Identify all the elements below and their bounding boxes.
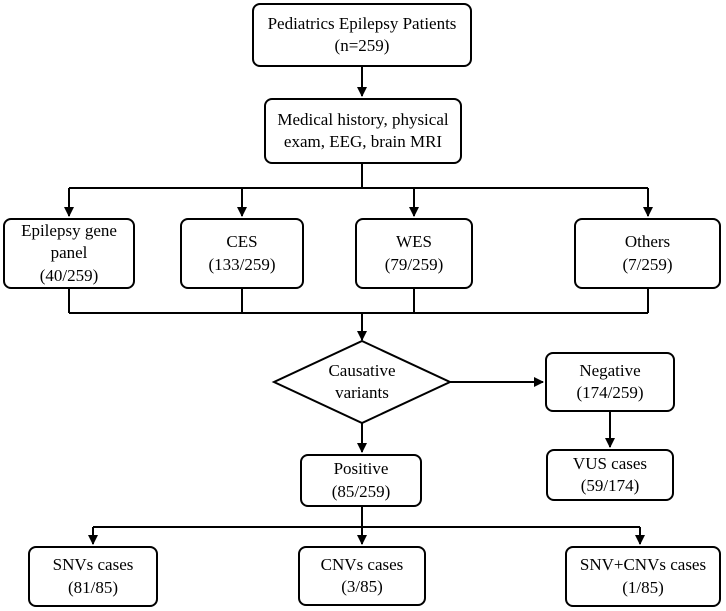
ces-label: CES <box>226 232 258 252</box>
history-line2: exam, EEG, brain MRI <box>283 132 443 151</box>
gene-panel-line2: panel <box>50 243 88 263</box>
causative-line1: Causative <box>328 360 396 380</box>
snvs-box: SNVs cases (81/85) <box>28 546 158 607</box>
patients-count: (n=259) <box>334 36 390 55</box>
ces-box: CES (133/259) <box>180 218 304 289</box>
cnvs-count: (3/85) <box>341 577 383 596</box>
causative-variants-label: Causative variants <box>296 358 428 406</box>
wes-box: WES (79/259) <box>355 218 473 289</box>
negative-label: Negative <box>579 360 641 380</box>
causative-line2: variants <box>335 383 389 402</box>
ces-count: (133/259) <box>208 254 276 274</box>
vus-box: VUS cases (59/174) <box>546 449 674 501</box>
negative-box: Negative (174/259) <box>545 352 675 412</box>
vus-label: VUS cases <box>572 453 648 473</box>
gene-panel-line1: Epilepsy gene <box>21 221 117 241</box>
positive-count: (85/259) <box>331 481 391 501</box>
cnvs-label: CNVs cases <box>320 554 404 574</box>
patients-box: Pediatrics Epilepsy Patients (n=259) <box>252 3 472 67</box>
negative-count: (174/259) <box>576 383 644 402</box>
snv-cnvs-box: SNV+CNVs cases (1/85) <box>565 546 721 607</box>
history-box: Medical history, physical exam, EEG, bra… <box>264 98 462 164</box>
positive-label: Positive <box>333 459 389 479</box>
others-label: Others <box>624 232 671 252</box>
wes-label: WES <box>396 232 432 252</box>
gene-panel-count: (40/259) <box>39 265 99 285</box>
history-line1: Medical history, physical <box>277 109 449 129</box>
snv-cnvs-label: SNV+CNVs cases <box>579 555 707 575</box>
snvs-count: (81/85) <box>67 577 119 597</box>
positive-box: Positive (85/259) <box>300 454 422 507</box>
cnvs-box: CNVs cases (3/85) <box>298 546 426 606</box>
vus-count: (59/174) <box>580 476 640 495</box>
others-count: (7/259) <box>622 254 673 274</box>
others-box: Others (7/259) <box>574 218 721 289</box>
wes-count: (79/259) <box>384 254 444 274</box>
patients-title: Pediatrics Epilepsy Patients <box>267 13 457 33</box>
causative-variants-diamond <box>271 339 453 425</box>
gene-panel-box: Epilepsy gene panel (40/259) <box>3 218 135 289</box>
snvs-label: SNVs cases <box>52 555 134 575</box>
snv-cnvs-count: (1/85) <box>622 577 664 597</box>
